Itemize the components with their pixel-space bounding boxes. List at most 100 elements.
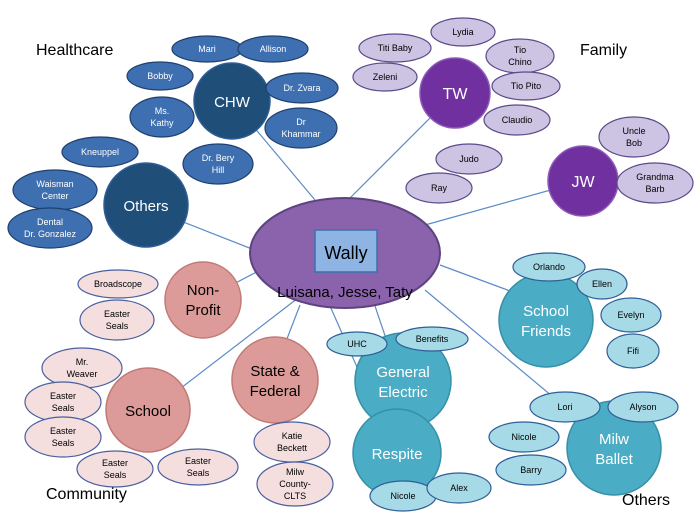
label-ballet-line2: Ballet	[595, 451, 633, 468]
label-dr-khammar-1: Dr	[296, 117, 306, 127]
label-es2-2: Seals	[52, 438, 75, 448]
label-tio-chino-1: Tio	[514, 45, 526, 55]
label-grandma-barb-2: Barb	[645, 184, 664, 194]
label-lori: Lori	[557, 402, 572, 412]
label-ms-kathy-2: Kathy	[150, 118, 174, 128]
label-zeleni: Zeleni	[373, 72, 398, 82]
label-mari: Mari	[198, 44, 216, 54]
node-jw: JW	[547, 145, 619, 217]
label-lydia: Lydia	[452, 27, 473, 37]
label-alyson: Alyson	[629, 402, 656, 412]
node-respite: Respite	[352, 408, 442, 498]
label-dr-zvara: Dr. Zvara	[283, 83, 320, 93]
label-ray: Ray	[431, 183, 448, 193]
label-ellen: Ellen	[592, 279, 612, 289]
label-alex: Alex	[450, 483, 468, 493]
healthcare-leaves	[7, 35, 339, 249]
label-others-health: Others	[123, 198, 168, 215]
label-jw: JW	[571, 174, 595, 191]
label-orlando: Orlando	[533, 262, 565, 272]
label-es3-2: Seals	[104, 470, 127, 480]
label-es1-1: Easter	[50, 391, 76, 401]
label-mr-weaver-1: Mr.	[76, 357, 89, 367]
corner-label-community: Community	[46, 486, 127, 503]
corner-label-family: Family	[580, 42, 628, 59]
center-node: Wally Luisana, Jesse, Taty	[249, 197, 441, 309]
label-broadscope: Broadscope	[94, 279, 142, 289]
community-leaves	[24, 269, 334, 507]
label-titi-baby: Titi Baby	[378, 43, 413, 53]
label-katie-2: Beckett	[277, 443, 308, 453]
label-es4-1: Easter	[185, 456, 211, 466]
label-bobby: Bobby	[147, 71, 173, 81]
label-benefits: Benefits	[416, 334, 449, 344]
label-nicole-ballet: Nicole	[511, 432, 536, 442]
label-mr-weaver-2: Weaver	[67, 369, 98, 379]
label-schoolfriends-line2: Friends	[521, 323, 571, 340]
corner-label-healthcare: Healthcare	[36, 42, 114, 59]
label-nicole-respite: Nicole	[390, 491, 415, 501]
label-ge-line2: Electric	[378, 384, 428, 401]
label-milw-county-2: County-	[279, 479, 311, 489]
community-labels: Broadscope Easter Seals Mr. Weaver Easte…	[50, 279, 311, 501]
label-chw: CHW	[214, 94, 251, 111]
family-leaves	[352, 17, 694, 204]
label-waisman-2: Center	[41, 191, 68, 201]
node-chw: CHW	[193, 62, 271, 140]
label-evelyn: Evelyn	[617, 310, 644, 320]
label-es1-2: Seals	[52, 403, 75, 413]
label-milw-county-1: Milw	[286, 467, 304, 477]
healthcare-labels: Mari Allison Bobby Dr. Zvara Ms. Kathy D…	[24, 44, 321, 239]
label-uncle-bob-1: Uncle	[622, 126, 645, 136]
node-nonprofit: Non- Profit	[164, 261, 242, 339]
label-claudio: Claudio	[502, 115, 533, 125]
label-es-np-1: Easter	[104, 309, 130, 319]
label-ballet-line1: Milw	[599, 431, 629, 448]
label-dr-bery-hill-1: Dr. Bery	[202, 153, 235, 163]
label-barry: Barry	[520, 465, 542, 475]
label-grandma-barb-1: Grandma	[636, 172, 674, 182]
label-uhc: UHC	[347, 339, 367, 349]
node-milw-ballet: Milw Ballet	[566, 400, 662, 496]
label-dr-bery-hill-2: Hill	[212, 165, 225, 175]
label-katie-1: Katie	[282, 431, 303, 441]
label-state-line2: Federal	[250, 383, 301, 400]
label-tw: TW	[443, 86, 469, 103]
label-uncle-bob-2: Bob	[626, 138, 642, 148]
label-es-np-2: Seals	[106, 321, 129, 331]
label-waisman-1: Waisman	[36, 179, 73, 189]
center-subtitle: Luisana, Jesse, Taty	[277, 284, 413, 301]
center-title: Wally	[324, 243, 367, 263]
label-state-line1: State &	[250, 363, 299, 380]
label-nonprofit-line1: Non-	[187, 282, 220, 299]
label-kneuppel: Kneuppel	[81, 147, 119, 157]
family-labels: Lydia Titi Baby Zeleni Tio Chino Tio Pit…	[373, 27, 674, 194]
label-ge-line1: General	[376, 364, 429, 381]
label-es4-2: Seals	[187, 468, 210, 478]
node-others-health: Others	[103, 162, 189, 248]
node-state-federal: State & Federal	[231, 336, 319, 424]
label-allison: Allison	[260, 44, 287, 54]
others-leaves	[326, 252, 679, 512]
node-school: School	[105, 367, 191, 453]
label-dental-1: Dental	[37, 217, 63, 227]
node-tw: TW	[419, 57, 491, 129]
corner-label-others: Others	[622, 492, 671, 509]
label-schoolfriends-line1: School	[523, 303, 569, 320]
label-dr-khammar-2: Khammar	[281, 129, 320, 139]
label-nonprofit-line2: Profit	[185, 302, 221, 319]
label-tio-pito: Tio Pito	[511, 81, 541, 91]
label-school: School	[125, 403, 171, 420]
center-title-box	[314, 229, 378, 273]
label-judo: Judo	[459, 154, 479, 164]
label-es3-1: Easter	[102, 458, 128, 468]
label-tio-chino-2: Chino	[508, 57, 532, 67]
label-fifi: Fifi	[627, 346, 639, 356]
node-general-electric: General Electric	[354, 332, 452, 430]
label-dental-2: Dr. Gonzalez	[24, 229, 77, 239]
label-respite: Respite	[372, 446, 423, 463]
label-milw-county-3: CLTS	[284, 491, 306, 501]
others-labels: UHC Benefits Nicole Alex Orlando Ellen E…	[347, 262, 656, 501]
label-es2-1: Easter	[50, 426, 76, 436]
